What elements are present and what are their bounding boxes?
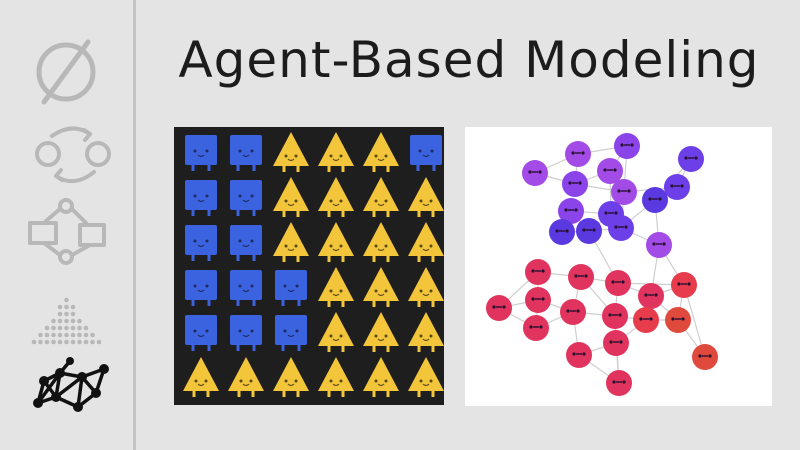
square-agent xyxy=(230,225,262,261)
triangle-agent xyxy=(408,222,444,262)
network-agent-node xyxy=(486,295,512,321)
network-agent-node xyxy=(633,307,659,333)
network-agent-node xyxy=(523,315,549,341)
triangle-agent xyxy=(318,357,354,397)
square-agent xyxy=(410,135,442,171)
network-agent-node xyxy=(602,303,628,329)
network-agent-node xyxy=(646,232,672,258)
network-agent-node xyxy=(664,174,690,200)
triangle-agent xyxy=(408,267,444,307)
sidebar xyxy=(0,0,133,450)
square-agent xyxy=(185,180,217,216)
triangle-agent xyxy=(363,222,399,262)
network-agent-node xyxy=(565,141,591,167)
empty-set-icon[interactable] xyxy=(0,32,133,112)
network-agent-node xyxy=(560,299,586,325)
triangle-agent xyxy=(273,177,309,217)
network-agent-node xyxy=(562,171,588,197)
triangle-agent xyxy=(273,132,309,172)
square-agent xyxy=(230,180,262,216)
triangle-agent xyxy=(318,222,354,262)
square-agent xyxy=(185,225,217,261)
network-agent-node xyxy=(692,344,718,370)
network-agent-node xyxy=(568,264,594,290)
triangle-agent xyxy=(408,357,444,397)
network-agent-node xyxy=(597,158,623,184)
network-icon[interactable] xyxy=(0,355,133,417)
triangle-agent xyxy=(318,132,354,172)
network-agent-node xyxy=(522,160,548,186)
square-agent xyxy=(185,270,217,306)
triangle-agent xyxy=(228,357,264,397)
cycle-icon[interactable] xyxy=(0,118,133,194)
flowchart-icon[interactable] xyxy=(0,195,133,267)
sidebar-divider xyxy=(133,0,136,450)
triangle-agent xyxy=(318,177,354,217)
triangle-agent xyxy=(363,357,399,397)
triangle-agent xyxy=(318,267,354,307)
network-agent-node xyxy=(608,215,634,241)
dot-distribution-icon[interactable] xyxy=(0,280,133,348)
page-title: Agent-Based Modeling xyxy=(178,31,760,89)
triangle-agent xyxy=(363,267,399,307)
network-agent-node xyxy=(642,187,668,213)
square-agent xyxy=(185,135,217,171)
network-agent-node xyxy=(525,259,551,285)
triangle-agent xyxy=(273,357,309,397)
triangle-agent xyxy=(408,312,444,352)
network-agent-node xyxy=(576,218,602,244)
network-agent-node xyxy=(558,198,584,224)
network-agent-node xyxy=(603,330,629,356)
triangle-agent xyxy=(363,177,399,217)
triangle-agent xyxy=(408,177,444,217)
network-agent-node xyxy=(614,133,640,159)
square-agent xyxy=(230,135,262,171)
square-agent xyxy=(275,270,307,306)
agent-grid-panel xyxy=(174,127,444,405)
triangle-agent xyxy=(273,222,309,262)
network-agent-node xyxy=(638,283,664,309)
square-agent xyxy=(230,270,262,306)
triangle-agent xyxy=(183,357,219,397)
network-agent-node xyxy=(678,146,704,172)
network-agent-node xyxy=(525,287,551,313)
triangle-agent xyxy=(363,312,399,352)
triangle-agent xyxy=(363,132,399,172)
network-agent-node xyxy=(665,307,691,333)
square-agent xyxy=(230,315,262,351)
square-agent xyxy=(185,315,217,351)
network-agent-node xyxy=(606,370,632,396)
network-agent-node xyxy=(611,179,637,205)
network-agent-node xyxy=(605,270,631,296)
triangle-agent xyxy=(318,312,354,352)
network-agent-node xyxy=(566,342,592,368)
network-agent-node xyxy=(549,219,575,245)
agent-network-panel xyxy=(465,127,772,406)
network-agent-node xyxy=(671,272,697,298)
square-agent xyxy=(275,315,307,351)
